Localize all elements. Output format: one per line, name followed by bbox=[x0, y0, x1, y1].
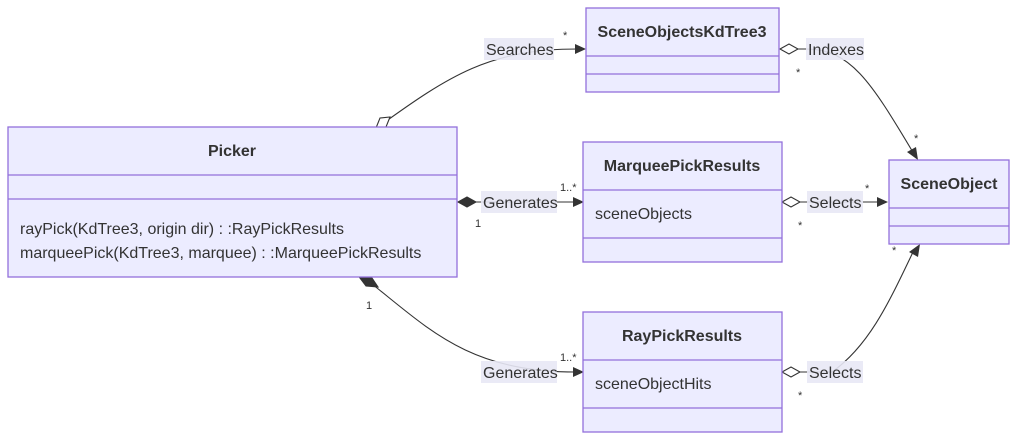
class-raypick-attribute: sceneObjectHits bbox=[595, 376, 712, 393]
multiplicity-selects-marquee-source: * bbox=[798, 220, 803, 232]
class-sceneobject-name: SceneObject bbox=[901, 176, 999, 193]
class-picker[interactable]: Picker rayPick(KdTree3, origin dir) : :R… bbox=[7, 126, 458, 278]
edge-label-generates-marquee: Generates bbox=[483, 195, 558, 212]
class-marquee-name: MarqueePickResults bbox=[604, 158, 761, 175]
class-kdtree-name: SceneObjectsKdTree3 bbox=[598, 24, 767, 41]
class-picker-method: rayPick(KdTree3, origin dir) : :RayPickR… bbox=[20, 221, 344, 238]
multiplicity-selects-ray-source: * bbox=[798, 390, 803, 402]
edge-label-selects-marquee: Selects bbox=[809, 195, 861, 212]
arrowhead-icon bbox=[907, 147, 918, 160]
class-scene-object[interactable]: SceneObject bbox=[888, 159, 1010, 245]
edge-indexes: Indexes * * bbox=[778, 38, 919, 160]
class-marquee-pick-results[interactable]: MarqueePickResults sceneObjects bbox=[582, 141, 783, 263]
edge-label-selects-ray: Selects bbox=[809, 365, 861, 382]
composition-diamond-icon bbox=[358, 277, 380, 288]
multiplicity-indexes-target: * bbox=[914, 133, 919, 145]
arrowhead-icon bbox=[575, 44, 586, 54]
multiplicity-generates-marquee-target: 1..* bbox=[560, 182, 577, 194]
aggregation-diamond-icon bbox=[780, 366, 802, 378]
edge-label-generates-ray: Generates bbox=[483, 365, 558, 382]
edge-label-indexes: Indexes bbox=[808, 42, 864, 59]
arrowhead-icon bbox=[573, 197, 584, 207]
composition-diamond-icon bbox=[456, 196, 478, 208]
aggregation-diamond-icon bbox=[780, 196, 802, 208]
arrowhead-icon bbox=[877, 197, 888, 207]
arrowhead-icon bbox=[573, 367, 584, 377]
multiplicity-generates-ray-source: 1 bbox=[366, 300, 372, 312]
edge-searches: Searches * bbox=[375, 30, 586, 129]
edge-selects-marquee: Selects * * bbox=[780, 183, 888, 232]
multiplicity-indexes-source: * bbox=[796, 67, 801, 79]
class-picker-method: marqueePick(KdTree3, marquee) : :Marquee… bbox=[20, 245, 421, 262]
class-raypick-name: RayPickResults bbox=[622, 328, 742, 345]
multiplicity-generates-marquee-source: 1 bbox=[475, 218, 481, 230]
multiplicity-searches-target: * bbox=[563, 30, 568, 42]
edge-selects-ray: Selects * * bbox=[780, 244, 920, 402]
edge-label-searches: Searches bbox=[486, 42, 554, 59]
class-marquee-attribute: sceneObjects bbox=[595, 206, 692, 223]
class-scene-objects-kdtree3[interactable]: SceneObjectsKdTree3 bbox=[585, 7, 780, 93]
arrowhead-icon bbox=[909, 244, 920, 257]
edge-generates-marquee: Generates 1 1..* bbox=[456, 182, 584, 230]
class-ray-pick-results[interactable]: RayPickResults sceneObjectHits bbox=[582, 311, 783, 433]
multiplicity-selects-ray-target: * bbox=[892, 245, 897, 257]
multiplicity-generates-ray-target: 1..* bbox=[560, 352, 577, 364]
aggregation-diamond-icon bbox=[778, 43, 800, 55]
class-picker-name: Picker bbox=[208, 143, 256, 160]
edge-generates-ray: Generates 1 1..* bbox=[358, 277, 584, 383]
multiplicity-selects-marquee-target: * bbox=[865, 183, 870, 195]
